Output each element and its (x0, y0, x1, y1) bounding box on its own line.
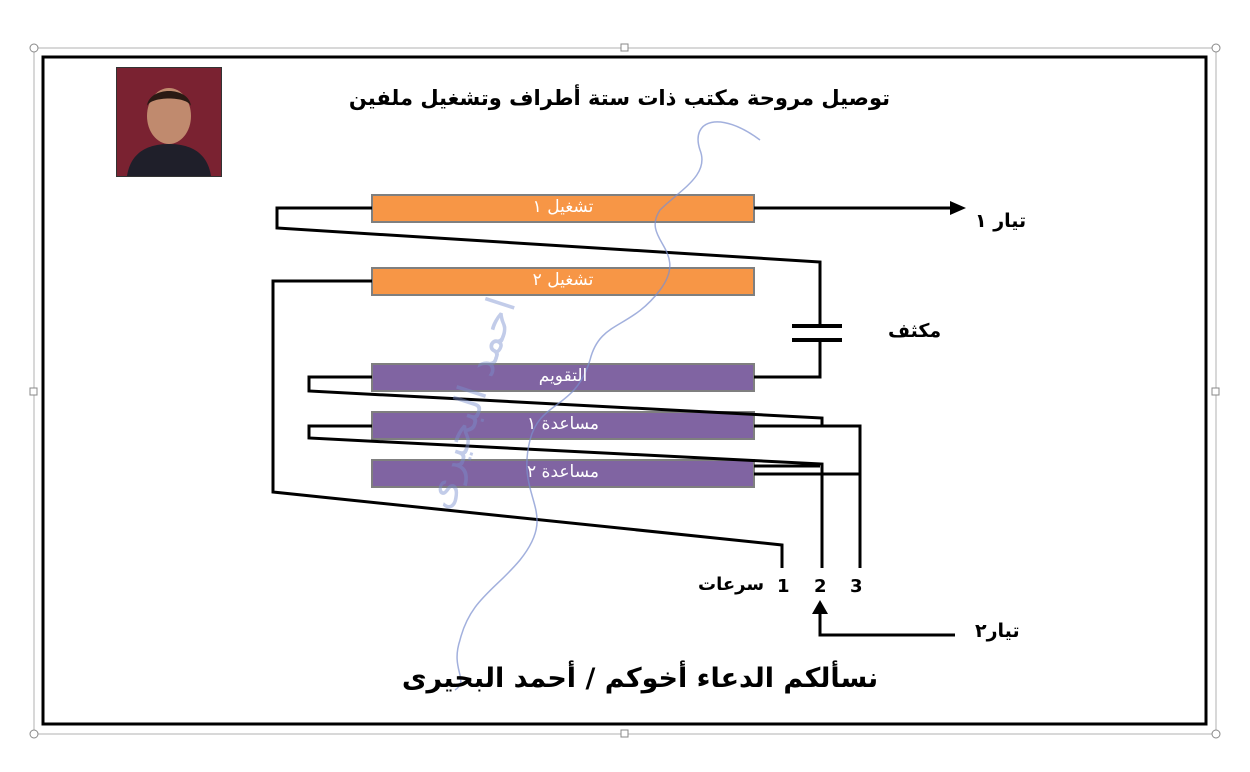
coil-label-aux-2: مساعدة ٢ (527, 462, 599, 482)
author-photo (116, 67, 222, 177)
watermark-scribble (454, 121, 761, 691)
current-1-label: تيار ١ (975, 210, 1027, 232)
handle-tr[interactable] (1211, 43, 1221, 53)
handle-left[interactable] (29, 387, 38, 396)
coil-label-run-2: تشغيل ٢ (532, 270, 594, 290)
diagram-border (41, 55, 1208, 726)
handle-bottom[interactable] (620, 729, 629, 738)
coil-label-run-1: تشغيل ١ (532, 197, 594, 217)
footer-text: نسألكم الدعاء أخوكم / أحمد البحيرى (401, 663, 879, 694)
capacitor-label: مكثف (888, 320, 942, 342)
wires (271, 206, 955, 637)
arrow-right-icon (950, 201, 966, 215)
speed-number-2: 2 (814, 576, 827, 597)
handle-bl[interactable] (29, 729, 39, 739)
speeds-label: سرعات (698, 574, 765, 595)
handle-right[interactable] (1211, 387, 1220, 396)
coil-label-trim: التقويم (538, 366, 588, 386)
coil-label-aux-1: مساعدة ١ (527, 414, 599, 434)
handle-br[interactable] (1211, 729, 1221, 739)
speed-number-3: 3 (850, 576, 863, 597)
arrow-up-icon (812, 600, 828, 614)
person-photo-icon (117, 68, 221, 176)
handle-tl[interactable] (29, 43, 39, 53)
diagram-title: توصيل مروحة مكتب ذات ستة أطراف وتشغيل مل… (348, 86, 890, 110)
speed-number-1: 1 (777, 576, 790, 597)
current-2-label: تيار٢ (975, 620, 1020, 642)
handle-top[interactable] (620, 43, 629, 52)
